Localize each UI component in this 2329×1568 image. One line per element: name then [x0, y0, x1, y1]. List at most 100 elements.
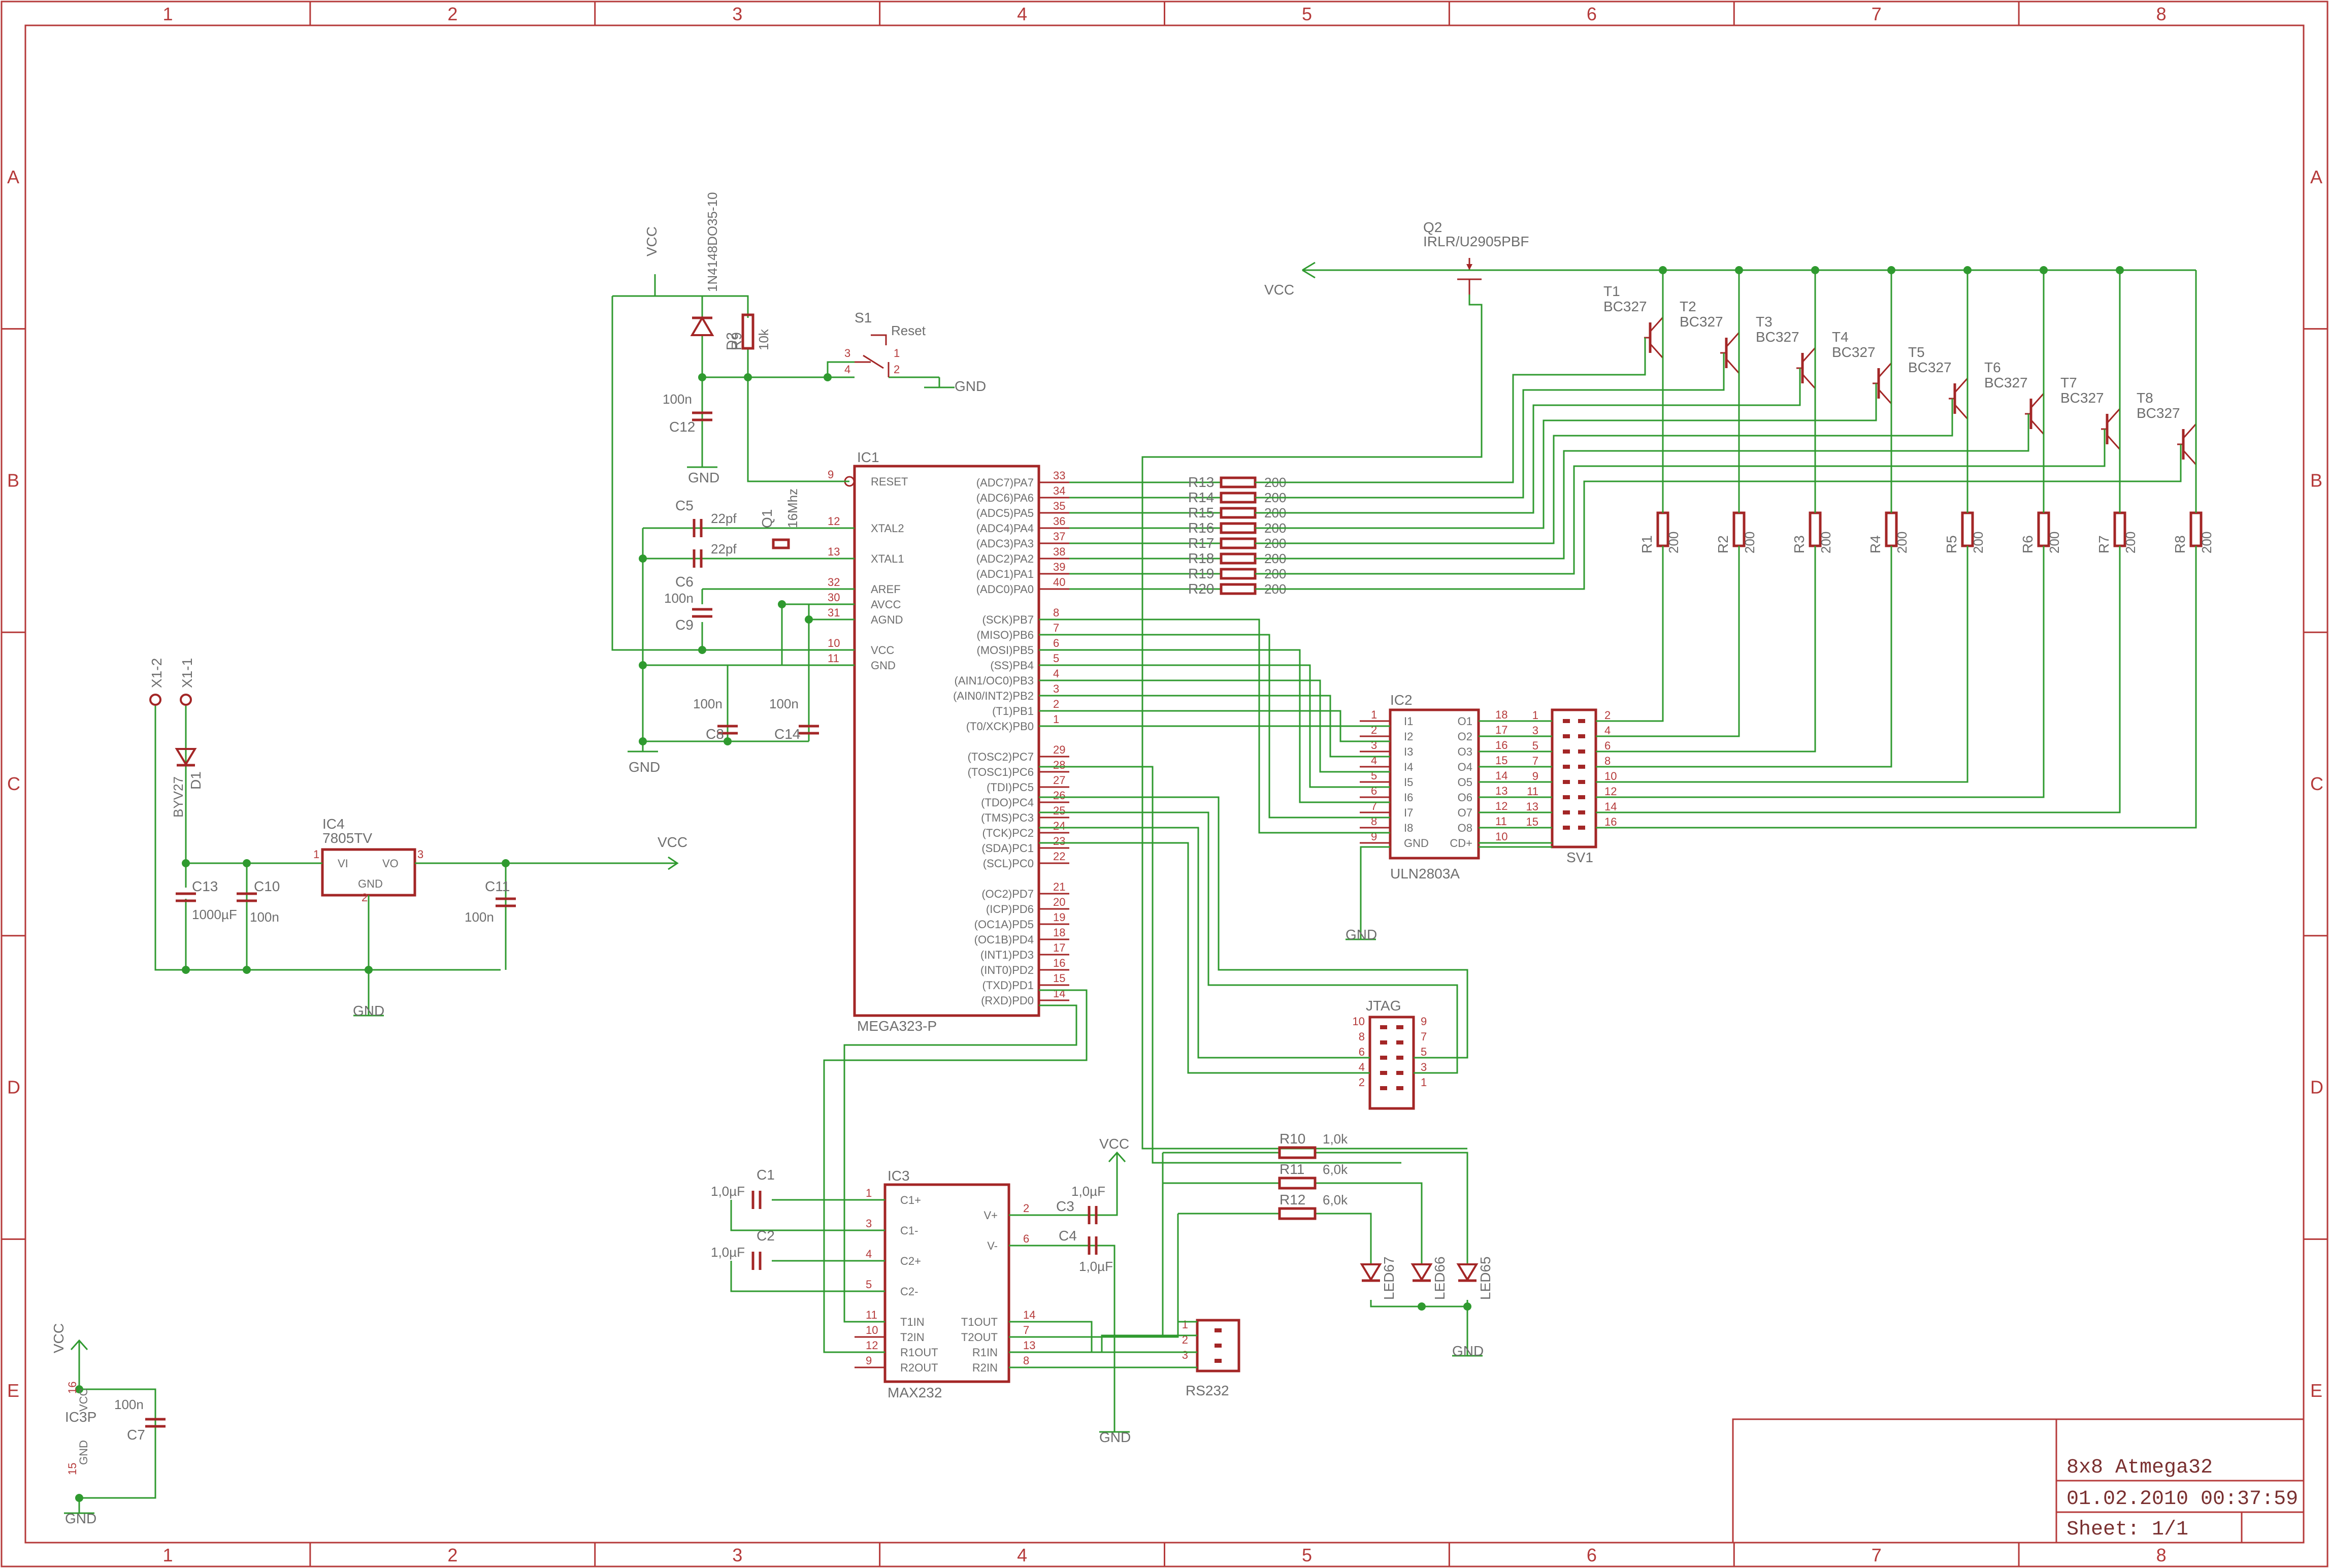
ic2-pin-name: I4 [1404, 761, 1413, 773]
ic3-pin-name: V+ [983, 1209, 998, 1222]
cap-value: 100n [250, 909, 279, 925]
ic1-pin-number: 39 [1053, 561, 1065, 573]
ic1-pin-name: (MISO)PB6 [977, 629, 1034, 641]
grid-row-right: C [2310, 773, 2323, 794]
transistor-collector [2182, 450, 2197, 465]
cap-ref: C5 [675, 498, 694, 513]
grid-row-left: E [7, 1380, 19, 1401]
cap-value: 1,0µF [1071, 1184, 1105, 1199]
ic2-pin-name: O1 [1458, 715, 1472, 728]
ic1-pin-number: 8 [1053, 606, 1059, 619]
grid-col-bottom: 2 [447, 1545, 457, 1565]
resistor-value: 200 [1666, 532, 1681, 553]
junction-dot [1811, 266, 1819, 274]
transistor-collector [1878, 389, 1892, 404]
sv1-pin-number: 2 [1604, 709, 1611, 722]
resistor-body [1220, 476, 1257, 488]
ic2-pin-number: 14 [1495, 769, 1507, 782]
grid-col-bottom: 1 [162, 1545, 173, 1565]
transistor-value: BC327 [2137, 405, 2180, 421]
ic1-pin-number: 4 [1053, 667, 1059, 680]
ic4-value: 7805TV [322, 830, 372, 846]
passive-components: C12100nC522pfC622pfC9100nC8100nC14100nC1… [65, 192, 1493, 1475]
ic1-pin-name: (ICP)PD6 [986, 903, 1034, 916]
ic3p-pin: 15 [66, 1463, 79, 1475]
ic1-mega323: IC1 MEGA323-P 9RESET12XTAL213XTAL132AREF… [824, 449, 1069, 1034]
ic1-pin-number: 14 [1053, 987, 1065, 1000]
ic3-pin-number: 11 [866, 1309, 877, 1321]
rs232-pin-number: 3 [1182, 1349, 1188, 1361]
ground-icon [628, 741, 658, 753]
ic3-pin-number: 2 [1023, 1202, 1029, 1215]
transistor-emitter [2030, 393, 2045, 408]
ic1-pin-number: 3 [1053, 682, 1059, 695]
resistor-ref: R14 [1188, 489, 1214, 505]
capacitor: C41,0µF [1059, 1228, 1113, 1274]
ic1-pin-number: 31 [828, 606, 840, 619]
ic3-pin-name: T1OUT [961, 1316, 998, 1328]
datetime-text: 01.02.2010 00:37:59 [2066, 1488, 2298, 1511]
capacitor: C21,0µF [711, 1228, 775, 1270]
ic2-pin-name: I5 [1404, 776, 1413, 789]
ic3-pin-number: 1 [866, 1187, 872, 1199]
ic1-pin-name: (TXD)PD1 [982, 979, 1034, 992]
sv1-pin-number: 11 [1527, 785, 1538, 798]
grid-col-top: 6 [1587, 4, 1597, 24]
ic2-pin-name: O3 [1458, 745, 1472, 758]
switch-ref: S1 [855, 310, 872, 325]
jtag-pin-number: 5 [1421, 1046, 1427, 1058]
ic1-pin-name: (TOSC1)PC6 [968, 766, 1034, 778]
ic1-pin-number: 10 [828, 637, 840, 649]
ic3-pin-name: C2- [900, 1285, 918, 1298]
ic2-pin-name: I7 [1404, 806, 1413, 819]
sv1-pin [1563, 734, 1570, 738]
transistor-ref: T6 [1984, 360, 2001, 375]
jtag-pin [1396, 1071, 1403, 1075]
sv1-pin [1578, 795, 1585, 799]
sv1-pin-number: 9 [1532, 770, 1538, 782]
jtag-pin-number: 3 [1421, 1061, 1427, 1073]
ground-icon [353, 1005, 384, 1017]
ic2-pin-name: O8 [1458, 822, 1472, 834]
grid-col-top: 8 [2156, 4, 2167, 24]
crystal-ref: Q1 [759, 509, 775, 528]
ic1-pin-name: XTAL2 [871, 522, 904, 535]
resistor-ref: R15 [1188, 505, 1214, 520]
ic2-pin-name: I1 [1404, 715, 1413, 728]
gnd-label: GND [65, 1511, 96, 1526]
resistor-value: 200 [1742, 532, 1757, 553]
ic2-pin-name: O2 [1458, 730, 1472, 743]
rs232-pin [1215, 1359, 1222, 1363]
ic3-pin-name: C2+ [900, 1255, 921, 1267]
junction-dot [75, 1494, 83, 1502]
ic3-pin-name: T2OUT [961, 1331, 998, 1344]
transistor-emitter [1725, 332, 1740, 347]
ground-icon [1346, 929, 1376, 940]
rs232-connector: RS232 123 [1182, 1318, 1240, 1398]
capacitor: C5 22pf [675, 498, 737, 537]
ic2-value: ULN2803A [1390, 866, 1460, 881]
junction-dot [182, 859, 190, 867]
cap-value: 100n [465, 909, 494, 925]
ic1-pin-number: 26 [1053, 789, 1065, 802]
resistor-body [1220, 552, 1257, 565]
ic1-pin-number: 18 [1053, 926, 1065, 939]
ic2-pin-name: GND [1404, 837, 1429, 850]
cap-value: 1,0µF [711, 1184, 745, 1199]
ic1-pin-name: (TMS)PC3 [981, 811, 1034, 824]
ic3-pin-name: T1IN [900, 1316, 925, 1328]
cap-value: 22pf [711, 511, 737, 526]
